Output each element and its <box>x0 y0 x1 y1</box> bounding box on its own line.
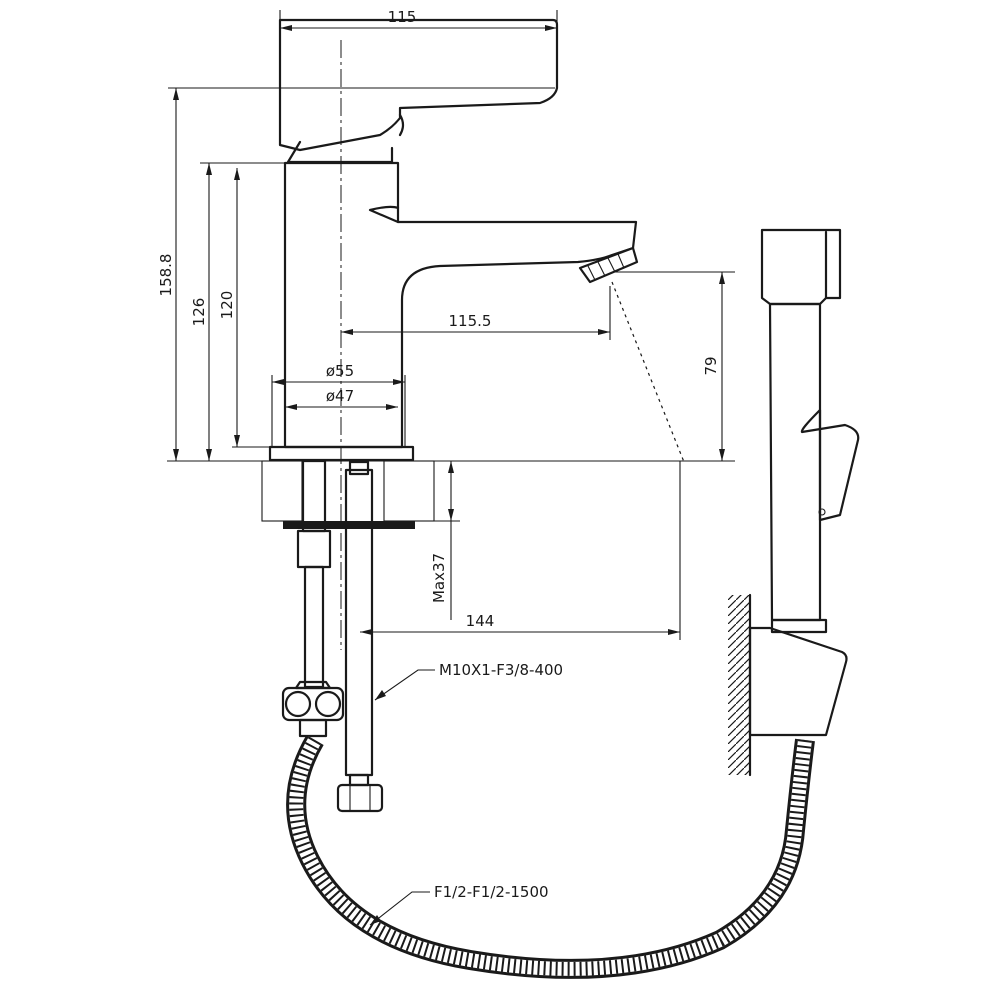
dim-d55-text: ø55 <box>326 362 354 380</box>
dim-120-text: 120 <box>218 291 236 320</box>
aerator <box>578 246 639 284</box>
dim-144-text: 144 <box>466 612 495 630</box>
shower-head <box>760 228 842 306</box>
dim-158-text: 158.8 <box>157 254 175 297</box>
dim-79-text: 79 <box>702 356 720 375</box>
countertop-left <box>261 460 303 522</box>
hose-top-fitting <box>348 460 370 476</box>
stud-nut <box>296 529 332 569</box>
dim-max37-text: Max37 <box>430 553 448 603</box>
braided-supply-hose <box>344 468 374 777</box>
hex-connector <box>281 680 345 738</box>
lever-handle <box>278 18 559 152</box>
threaded-stud <box>301 459 327 533</box>
aerator-ribs <box>587 253 625 281</box>
dim-d47-text: ø47 <box>326 387 354 405</box>
shower-collar <box>770 618 828 634</box>
wall-hatch <box>728 595 750 775</box>
shower-button <box>800 408 860 522</box>
lever-knob <box>398 113 405 137</box>
callout-supply-hose: M10X1-F3/8-400 <box>439 661 563 679</box>
countertop-section <box>261 460 460 529</box>
shower-handle <box>768 302 822 622</box>
mounting-washer <box>283 521 415 529</box>
dim-126-text: 126 <box>190 298 208 327</box>
wall-mount <box>728 593 848 777</box>
inlet-pipe <box>303 565 325 689</box>
supply-pipes <box>281 459 384 813</box>
leader-supply-hose <box>374 669 435 701</box>
countertop-right <box>383 460 435 522</box>
leader-shower-hose <box>369 891 430 926</box>
hose-bottom-fitting <box>336 773 384 813</box>
dim-115-text: 115 <box>388 8 417 26</box>
dimension-lines <box>168 10 735 926</box>
cartridge-neck <box>286 140 394 164</box>
dim-115-5-text: 115.5 <box>449 312 492 330</box>
shower-holder <box>748 626 848 737</box>
spray-line <box>611 281 685 463</box>
shower-hose <box>286 734 815 979</box>
spout-underside <box>368 205 400 224</box>
callout-shower-hose: F1/2-F1/2-1500 <box>434 883 549 901</box>
hand-shower <box>760 228 860 634</box>
